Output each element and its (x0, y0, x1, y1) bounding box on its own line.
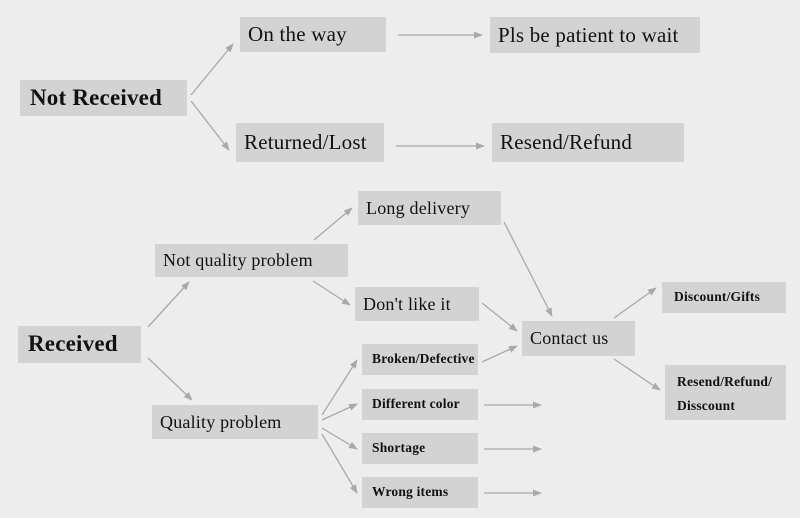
node-pls-be-patient-to-wait[interactable]: Pls be patient to wait (490, 17, 700, 53)
node-shortage[interactable]: Shortage (362, 433, 478, 464)
node-discount-gifts[interactable]: Discount/Gifts (662, 282, 786, 313)
node-quality-problem[interactable]: Quality problem (152, 405, 318, 439)
node-returned-lost[interactable]: Returned/Lost (236, 123, 384, 162)
node-resend-refund-disscount[interactable]: Resend/Refund/ Disscount (665, 365, 786, 420)
node-broken-defective[interactable]: Broken/Defective (362, 344, 478, 375)
edge-dont-like-it-to-contact-us (481, 302, 518, 332)
node-long-delivery[interactable]: Long delivery (358, 191, 501, 225)
node-dont-like-it[interactable]: Don't like it (355, 287, 479, 321)
edge-not-received-to-returned-lost (190, 100, 230, 151)
edge-contact-us-to-resend-discount (613, 358, 661, 391)
edge-quality-to-wrong-items (321, 433, 358, 494)
edge-broken-to-contact-us (481, 345, 518, 363)
node-on-the-way[interactable]: On the way (240, 17, 386, 52)
node-not-received[interactable]: Not Received (20, 80, 187, 116)
node-received[interactable]: Received (18, 326, 141, 363)
edge-received-to-not-quality (147, 281, 190, 328)
node-not-quality-problem[interactable]: Not quality problem (155, 244, 348, 277)
edge-not-received-to-on-the-way (190, 43, 234, 96)
edge-not-quality-to-dont-like-it (312, 280, 351, 306)
edge-quality-to-different-color (321, 403, 358, 421)
node-different-color[interactable]: Different color (362, 389, 478, 420)
edge-contact-us-to-discount-gifts (613, 287, 657, 319)
node-contact-us[interactable]: Contact us (522, 321, 635, 356)
edge-quality-to-shortage (321, 427, 358, 450)
edge-long-delivery-to-contact-us (503, 221, 553, 317)
node-wrong-items[interactable]: Wrong items (362, 477, 478, 508)
node-resend-refund[interactable]: Resend/Refund (492, 123, 684, 162)
edge-quality-to-broken (321, 359, 358, 416)
edge-received-to-quality (147, 357, 193, 401)
edge-not-quality-to-long-delivery (313, 207, 353, 241)
